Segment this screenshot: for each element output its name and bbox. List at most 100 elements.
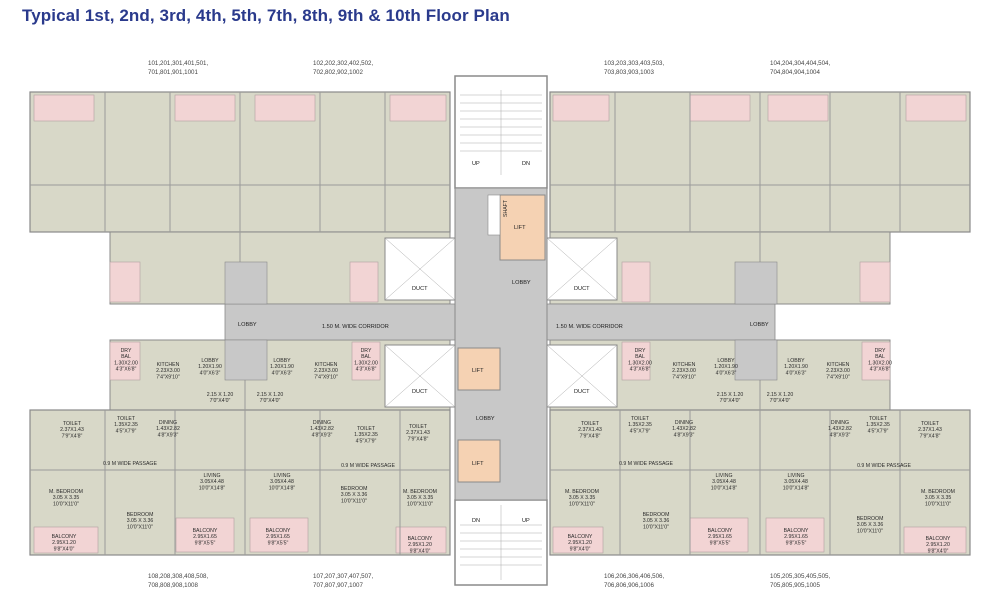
unit-bot1-a: 108,208,308,408,508, [148,573,208,580]
label-up-bot: UP [522,518,530,524]
label-lobby-right: LOBBY [750,322,769,328]
unit-bot4-b: 705,805,905,1005 [770,582,820,589]
unit-top1-a: 101,201,301,401,501, [148,60,208,67]
duct-cross-lines [384,237,618,408]
label-core-lobby-2: LOBBY [476,416,495,422]
room-label-passage: 0.9 M WIDE PASSAGE [341,463,395,469]
stair-treads [460,90,542,580]
unit-bot2-b: 707,807,907,1007 [313,582,363,589]
label-lift-bot: LIFT [472,461,484,467]
lift-top [499,194,546,261]
unit-bot2-a: 107,207,307,407,507, [313,573,373,580]
label-duct-4: DUCT [574,389,590,395]
lift-mid [457,347,501,391]
unit-top4-a: 104,204,304,404,504, [770,60,830,67]
label-shaft: SHAFT [503,199,509,217]
unit-top2-a: 102,202,302,402,502, [313,60,373,67]
unit-top1-b: 701,801,901,1001 [148,69,198,76]
shaft [487,194,501,236]
room-label-passage: 0.9 M WIDE PASSAGE [857,463,911,469]
label-lift-mid: LIFT [472,368,484,374]
unit-top3-b: 703,803,903,1003 [604,69,654,76]
lobby-left-lower [224,339,268,381]
unit-bot1-b: 708,808,908,1008 [148,582,198,589]
label-lobby-left: LOBBY [238,322,257,328]
unit-bot4-a: 105,205,305,405,505, [770,573,830,580]
page-title: Typical 1st, 2nd, 3rd, 4th, 5th, 7th, 8t… [22,6,510,25]
label-duct-1: DUCT [412,286,428,292]
lift-bot [457,439,501,483]
lobby-right-lower [734,339,778,381]
unit-bot3-a: 106,206,306,406,506, [604,573,664,580]
room-label-passage: 0.9 M WIDE PASSAGE [103,461,157,467]
label-corridor-right: 1.50 M. WIDE CORRIDOR [556,324,623,330]
label-duct-3: DUCT [412,389,428,395]
unit-top4-b: 704,804,904,1004 [770,69,820,76]
label-up-top: UP [472,161,480,167]
label-dn-bot: DN [472,518,480,524]
balconies [33,94,967,554]
label-dn-top: DN [522,161,530,167]
label-lift-top: LIFT [514,225,526,231]
lobby-left-upper [224,261,268,305]
label-duct-2: DUCT [574,286,590,292]
unit-numbers: 101,201,301,401,501, 701,801,901,1001 10… [148,60,830,589]
lobby-right-upper [734,261,778,305]
room-label-passage: 0.9 M WIDE PASSAGE [619,461,673,467]
label-core-lobby-1: LOBBY [512,280,531,286]
unit-bot3-b: 706,806,906,1006 [604,582,654,589]
unit-top2-b: 702,802,902,1002 [313,69,363,76]
label-corridor-left: 1.50 M. WIDE CORRIDOR [322,324,389,330]
